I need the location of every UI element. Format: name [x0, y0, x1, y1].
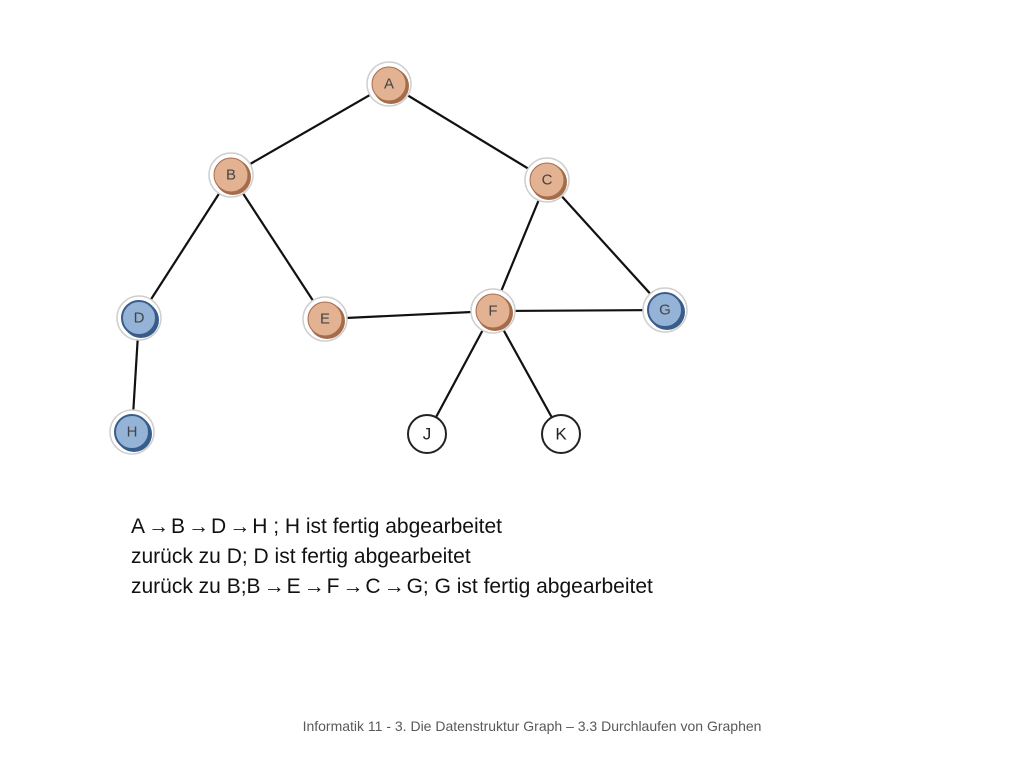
node-circle	[407, 414, 447, 454]
traversal-segment: F	[326, 575, 340, 598]
arrow-right-icon: →	[383, 575, 405, 598]
node-b: B	[208, 152, 254, 198]
arrow-right-icon: →	[263, 575, 285, 598]
node-circle	[371, 66, 407, 102]
traversal-segment: D	[211, 515, 227, 538]
node-label: A	[384, 76, 394, 93]
node-a: A	[366, 61, 412, 107]
edge-c-g	[546, 179, 666, 311]
arrow-right-icon: →	[342, 575, 364, 598]
graph-nodes: A B C D E F G H J K	[109, 61, 688, 455]
traversal-line-1: A→B→D→H ; H ist fertig abgearbeitet	[131, 512, 653, 542]
node-label: J	[423, 425, 432, 444]
traversal-segment: A	[131, 515, 146, 538]
edge-c-f	[491, 179, 549, 312]
edge-b-e	[230, 174, 326, 320]
traversal-segment: B	[171, 515, 186, 538]
node-circle	[647, 292, 683, 328]
edge-f-g	[492, 308, 666, 313]
traversal-segment: G; G ist fertig abgearbeitet	[406, 575, 653, 598]
traversal-segment: zurück zu D; D ist fertig abgearbeitet	[131, 545, 471, 568]
edge-e-f	[324, 309, 494, 321]
node-g: G	[642, 287, 688, 333]
node-label: G	[659, 302, 671, 319]
node-label: H	[127, 424, 138, 441]
node-label: D	[134, 310, 145, 327]
slide-footer: Informatik 11 - 3. Die Datenstruktur Gra…	[302, 718, 762, 734]
node-circle	[541, 414, 581, 454]
node-circle	[475, 293, 511, 329]
node-h: H	[109, 409, 155, 455]
traversal-line-3: zurück zu B;B→E→F→C→G; G ist fertig abge…	[131, 572, 653, 602]
traversal-segment: E	[286, 575, 301, 598]
arrow-right-icon: →	[148, 515, 170, 538]
traversal-line-2: zurück zu D; D ist fertig abgearbeitet	[131, 542, 653, 572]
node-j: J	[407, 414, 447, 454]
node-label: F	[488, 303, 497, 320]
node-circle	[529, 162, 565, 198]
traversal-segment: zurück zu B;B	[131, 575, 261, 598]
node-label: K	[555, 425, 567, 444]
node-k: K	[541, 414, 581, 454]
edge-f-k	[492, 310, 562, 435]
edge-b-d	[138, 174, 232, 319]
node-circle	[307, 301, 343, 337]
traversal-segment: H ; H ist fertig abgearbeitet	[252, 515, 502, 538]
node-label: E	[320, 311, 330, 328]
traversal-segment: C	[365, 575, 381, 598]
node-f: F	[470, 288, 516, 334]
node-d: D	[116, 295, 162, 341]
edge-a-c	[388, 83, 548, 181]
edge-f-j	[426, 310, 494, 435]
node-c: C	[524, 157, 570, 203]
node-label: B	[226, 167, 236, 184]
edge-a-b	[230, 83, 390, 176]
graph-diagram: A B C D E F G H J K	[109, 61, 688, 455]
arrow-right-icon: →	[229, 515, 251, 538]
arrow-right-icon: →	[188, 515, 210, 538]
graph-edges	[130, 83, 666, 435]
node-circle	[121, 300, 157, 336]
node-circle	[213, 157, 249, 193]
node-e: E	[302, 296, 348, 342]
node-circle	[114, 414, 150, 450]
node-label: C	[542, 172, 553, 189]
arrow-right-icon: →	[303, 575, 325, 598]
